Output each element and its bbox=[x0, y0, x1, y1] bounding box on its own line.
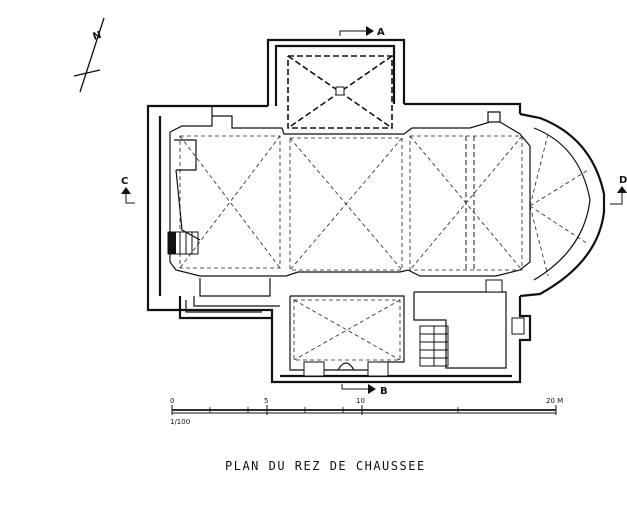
scale-bar: 0 5 10 20 M 1/100 bbox=[170, 397, 563, 426]
section-label-a: A bbox=[377, 27, 385, 38]
scale-ratio: 1/100 bbox=[170, 418, 190, 426]
scale-tick-10: 10 bbox=[356, 397, 365, 405]
west-stair bbox=[167, 139, 201, 255]
section-label-b: B bbox=[380, 386, 388, 397]
vault-north-porch bbox=[287, 55, 393, 129]
section-marker-a: A bbox=[339, 26, 385, 38]
scale-tick-0: 0 bbox=[170, 397, 174, 405]
nave-outline bbox=[169, 106, 531, 307]
north-label: N bbox=[92, 30, 103, 43]
scale-tick-20: 20 M bbox=[546, 397, 563, 405]
section-label-d: D bbox=[619, 175, 627, 186]
stair-room bbox=[413, 279, 525, 369]
section-label-c: C bbox=[121, 176, 128, 187]
section-marker-b: B bbox=[341, 384, 388, 397]
outer-walls bbox=[146, 38, 606, 384]
north-arrow-icon: N bbox=[73, 17, 105, 93]
vault-nave bbox=[179, 133, 589, 277]
plan-title: PLAN DU REZ DE CHAUSSEE bbox=[225, 459, 426, 473]
vault-south-bay bbox=[289, 295, 405, 377]
section-marker-c: C bbox=[121, 176, 135, 204]
scale-tick-5: 5 bbox=[264, 397, 268, 405]
section-marker-d: D bbox=[610, 175, 627, 205]
